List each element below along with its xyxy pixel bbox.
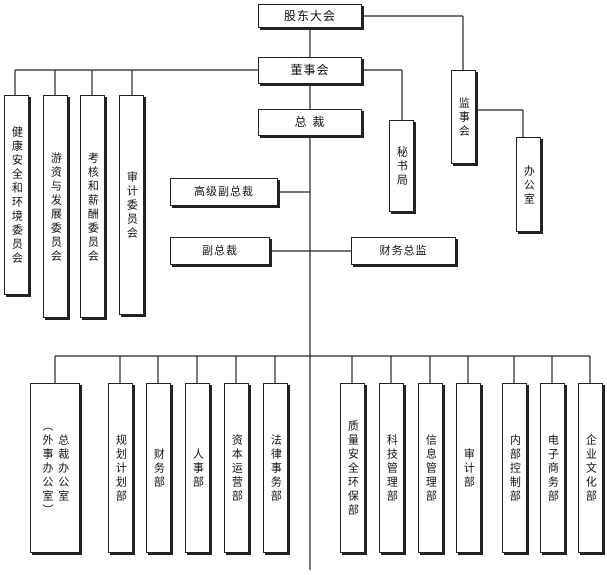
dept-information-label: 信息管理部 [424, 434, 438, 504]
dept-ecommerce-label: 电子商务部 [546, 434, 560, 504]
secretariat-box: 秘书局 [389, 120, 414, 212]
committee-audit-box: 审计委员会 [119, 95, 144, 315]
vp-box: 副总裁 [170, 237, 270, 265]
dept-finance-label: 财务部 [152, 448, 166, 490]
shareholders-label: 股东大会 [283, 8, 336, 23]
ceo-office-box: 总裁办公室 （外事办公室） [30, 383, 80, 553]
dept-culture-box: 企业文化部 [578, 383, 603, 553]
cfo-box: 财务总监 [351, 237, 456, 265]
dept-capital-box: 资本运营部 [224, 383, 249, 553]
dept-internal-control-label: 内部控制部 [508, 434, 522, 504]
ceo-label: 总 裁 [294, 115, 326, 129]
dept-culture-label: 企业文化部 [584, 434, 598, 504]
foreign-affairs-office-label: （外事办公室） [41, 420, 54, 518]
dept-legal-label: 法律事务部 [269, 434, 283, 504]
ceo-office-label: 总裁办公室 [56, 434, 70, 504]
dept-qhse-box: 质量安全环保部 [340, 383, 365, 553]
supervisory-label: 监事会 [457, 97, 471, 139]
shareholders-box: 股东大会 [258, 4, 362, 28]
supervisory-office-box: 办公室 [516, 137, 541, 232]
dept-hr-box: 人事部 [185, 383, 210, 553]
dept-internal-control-box: 内部控制部 [502, 383, 527, 553]
committee-development-label: 游资与发展委员会 [49, 151, 63, 264]
supervisory-office-label: 办公室 [522, 164, 536, 207]
dept-planning-box: 规划计划部 [108, 383, 133, 553]
dept-technology-box: 科技管理部 [379, 383, 404, 553]
committee-audit-label: 审计委员会 [125, 171, 139, 241]
cfo-label: 财务总监 [379, 244, 428, 258]
dept-legal-box: 法律事务部 [263, 383, 288, 553]
dept-qhse-label: 质量安全环保部 [346, 420, 360, 518]
dept-finance-box: 财务部 [146, 383, 171, 553]
dept-audit-box: 审计部 [456, 383, 481, 553]
ceo-box: 总 裁 [258, 109, 362, 136]
svp-box: 高级副总裁 [170, 178, 278, 206]
dept-information-box: 信息管理部 [418, 383, 443, 553]
secretariat-label: 秘书局 [395, 146, 409, 188]
committee-hse-label: 健康安全和环境委员会 [10, 126, 24, 266]
board-label: 董事会 [290, 63, 330, 77]
committee-compensation-box: 考核和薪酬委员会 [80, 95, 105, 318]
svp-label: 高级副总裁 [194, 185, 254, 199]
dept-planning-label: 规划计划部 [114, 434, 128, 504]
committee-development-box: 游资与发展委员会 [43, 95, 68, 318]
dept-capital-label: 资本运营部 [230, 434, 244, 504]
committee-hse-box: 健康安全和环境委员会 [4, 95, 29, 295]
supervisory-box: 监事会 [451, 70, 476, 164]
dept-ecommerce-box: 电子商务部 [540, 383, 565, 553]
dept-technology-label: 科技管理部 [385, 434, 399, 504]
vp-label: 副总裁 [202, 244, 238, 258]
committee-compensation-label: 考核和薪酬委员会 [86, 151, 100, 264]
dept-audit-label: 审计部 [462, 448, 476, 490]
board-box: 董事会 [258, 57, 362, 84]
dept-hr-label: 人事部 [191, 448, 205, 490]
